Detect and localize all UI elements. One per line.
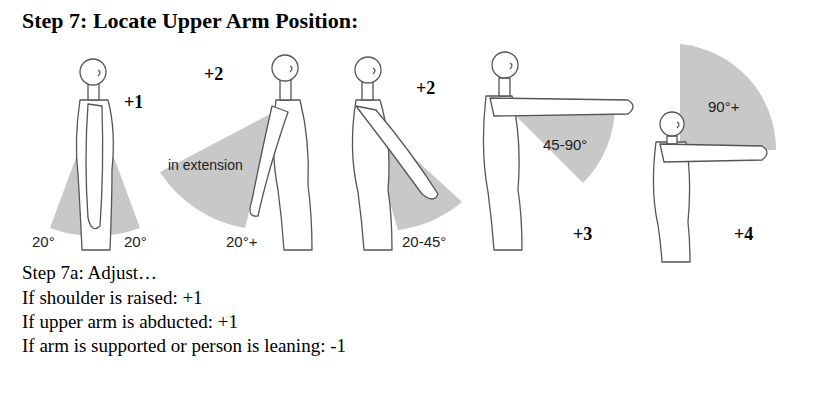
human-figure	[653, 112, 767, 262]
angle-label: 20°+	[226, 233, 257, 250]
human-figure	[352, 57, 438, 250]
range-wedge	[680, 44, 776, 150]
adjust-rule-slot: If arm is supported or person is leaning…	[22, 335, 346, 357]
adjust-heading: Step 7a: Adjust…	[22, 262, 157, 284]
angle-label: 45-90°	[543, 136, 587, 153]
angle-label: 20°	[124, 233, 147, 250]
score-number: +2	[416, 78, 435, 99]
score-number: +1	[124, 92, 143, 113]
angle-label-slot: 20-45°	[402, 233, 446, 251]
angle-label: 90°+	[708, 98, 739, 115]
adjust-rule: If arm is supported or person is leaning…	[22, 335, 346, 357]
human-figure	[250, 55, 312, 250]
angle-label-slot: 20°	[124, 233, 147, 251]
angle-label: 20°	[32, 233, 55, 250]
score-number-slot: +4	[734, 224, 753, 245]
score-number-slot: +3	[573, 224, 592, 245]
angle-label-slot: 20°+	[226, 233, 257, 251]
score-number: +3	[573, 224, 592, 245]
adjust-rule: If shoulder is raised: +1	[22, 287, 203, 309]
range-wedge	[505, 105, 615, 183]
angle-label: 20-45°	[402, 233, 446, 250]
human-figure	[483, 52, 633, 250]
angle-label-slot: 20°	[32, 233, 55, 251]
angle-label-slot: 90°+	[708, 98, 739, 116]
score-number-slot: +1	[124, 92, 143, 113]
adjust-heading-slot: Step 7a: Adjust…	[22, 262, 157, 284]
angle-label-slot: 45-90°	[543, 136, 587, 154]
range-label-slot: in extension	[168, 156, 243, 174]
score-number: +4	[734, 224, 753, 245]
range-label: in extension	[168, 157, 243, 173]
adjust-rule-slot: If shoulder is raised: +1	[22, 287, 203, 309]
step-title-slot: Step 7: Locate Upper Arm Position:	[22, 8, 358, 33]
score-number-slot: +2	[416, 78, 435, 99]
adjust-rule-slot: If upper arm is abducted: +1	[22, 311, 238, 333]
score-number-slot: +2	[204, 64, 223, 85]
step-title: Step 7: Locate Upper Arm Position:	[22, 8, 358, 33]
adjust-rule: If upper arm is abducted: +1	[22, 311, 238, 333]
score-number: +2	[204, 64, 223, 85]
human-figure	[76, 59, 113, 250]
